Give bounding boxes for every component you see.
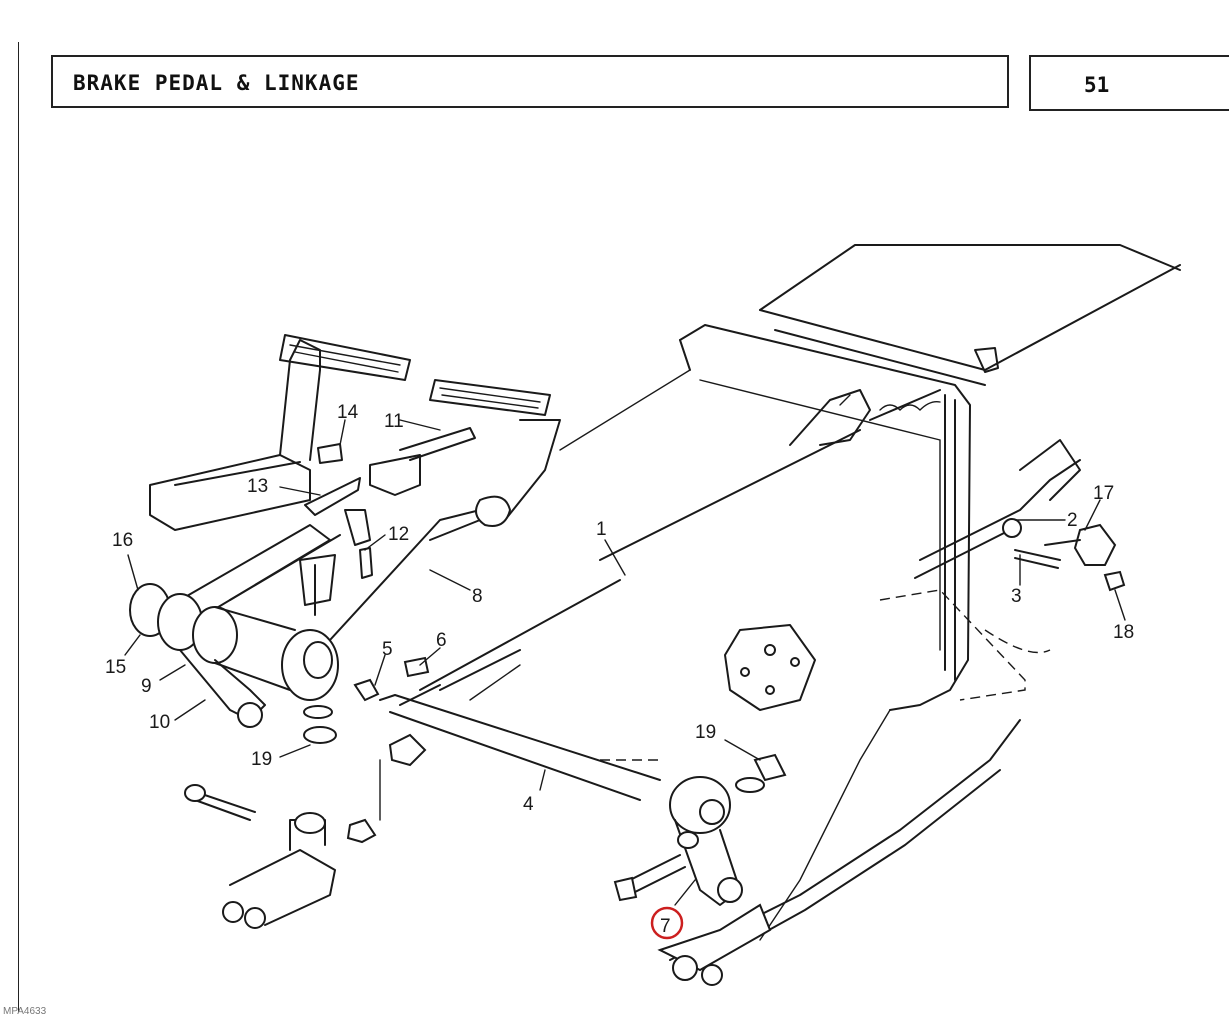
- callout-13: 13: [247, 476, 268, 497]
- callout-16: 16: [112, 530, 133, 551]
- mounting-plate: [724, 624, 816, 711]
- callout-6: 6: [436, 630, 447, 651]
- pedal-assembly: [129, 334, 561, 728]
- brake-lever: [379, 694, 1021, 986]
- drawing-code: MPA4633: [3, 1006, 47, 1017]
- callout-15: 15: [105, 657, 126, 678]
- callout-11: 11: [384, 411, 404, 432]
- callout-1: 1: [596, 519, 607, 540]
- callout-2: 2: [1067, 510, 1078, 531]
- page-number-box: 51: [1029, 55, 1229, 111]
- callout-7: 7: [660, 916, 671, 937]
- chassis-outline: [559, 244, 1181, 941]
- page-number: 51: [1084, 73, 1110, 97]
- callout-labels: 1 2 3 4 5 6 7 8 9 10 11 12 13 14 15 16 1…: [105, 402, 1134, 937]
- callout-19-left: 19: [251, 749, 272, 770]
- callout-18: 18: [1113, 622, 1134, 643]
- callout-19-right: 19: [695, 722, 716, 743]
- page-title: BRAKE PEDAL & LINKAGE: [73, 71, 360, 95]
- callout-3: 3: [1011, 586, 1022, 607]
- right-bracket-parts: [1002, 518, 1126, 592]
- loose-parts: [184, 656, 787, 929]
- callout-5: 5: [382, 639, 393, 660]
- callout-12: 12: [388, 524, 409, 545]
- page-margin-rule: [18, 42, 19, 1012]
- leader-lines: [124, 419, 1126, 906]
- callout-4: 4: [523, 794, 534, 815]
- title-box: BRAKE PEDAL & LINKAGE: [51, 55, 1009, 108]
- callout-8: 8: [472, 586, 483, 607]
- callout-10: 10: [149, 712, 170, 733]
- highlight-circle: [650, 906, 684, 940]
- callout-17: 17: [1093, 483, 1114, 504]
- callout-14: 14: [337, 402, 359, 423]
- cross-shaft: [399, 389, 1081, 706]
- callout-9: 9: [141, 676, 152, 697]
